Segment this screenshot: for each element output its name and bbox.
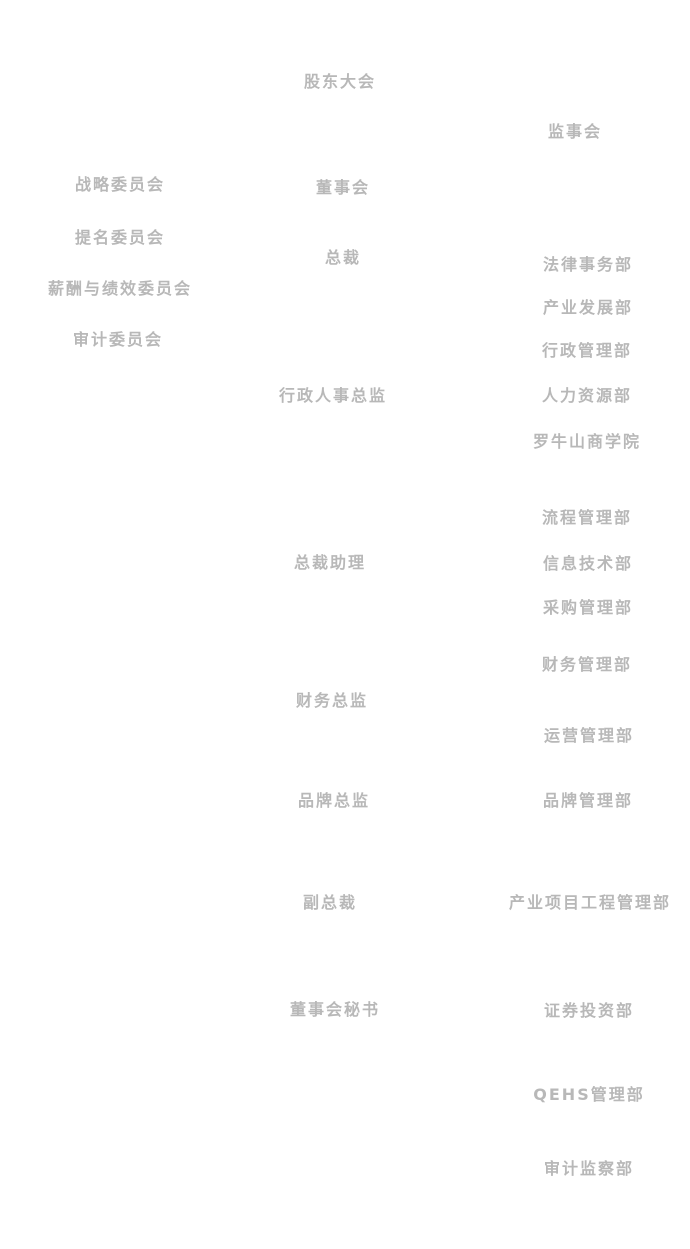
node-finance-dept: 财务管理部	[541, 655, 633, 674]
node-securities-dept: 证券投资部	[543, 1001, 635, 1020]
node-business-school: 罗牛山商学院	[532, 432, 642, 451]
node-audit-supervision-dept: 审计监察部	[543, 1159, 635, 1178]
node-admin-hr-director: 行政人事总监	[278, 386, 388, 405]
node-industry-dev-dept: 产业发展部	[542, 298, 634, 317]
node-procurement-dept: 采购管理部	[542, 598, 634, 617]
node-cfo: 财务总监	[295, 691, 369, 710]
node-hr-dept: 人力资源部	[541, 386, 633, 405]
node-compensation-committee: 薪酬与绩效委员会	[47, 279, 193, 298]
node-president: 总裁	[324, 248, 362, 267]
node-admin-dept: 行政管理部	[541, 341, 633, 360]
node-brand-director: 品牌总监	[297, 791, 371, 810]
node-strategy-committee: 战略委员会	[74, 175, 166, 194]
node-project-eng-dept: 产业项目工程管理部	[508, 893, 672, 912]
node-it-dept: 信息技术部	[542, 554, 634, 573]
node-board-secretary: 董事会秘书	[289, 1000, 381, 1019]
node-audit-committee: 审计委员会	[72, 330, 164, 349]
node-process-dept: 流程管理部	[541, 508, 633, 527]
node-operations-dept: 运营管理部	[543, 726, 635, 745]
node-nomination-committee: 提名委员会	[74, 228, 166, 247]
node-qehs-dept: QEHS管理部	[533, 1085, 645, 1104]
node-brand-dept: 品牌管理部	[542, 791, 634, 810]
node-shareholders: 股东大会	[303, 72, 377, 91]
node-supervisory-board: 监事会	[547, 122, 603, 141]
node-legal-dept: 法律事务部	[542, 255, 634, 274]
node-board: 董事会	[315, 178, 371, 197]
node-president-assistant: 总裁助理	[293, 553, 367, 572]
node-vice-president: 副总裁	[302, 893, 358, 912]
